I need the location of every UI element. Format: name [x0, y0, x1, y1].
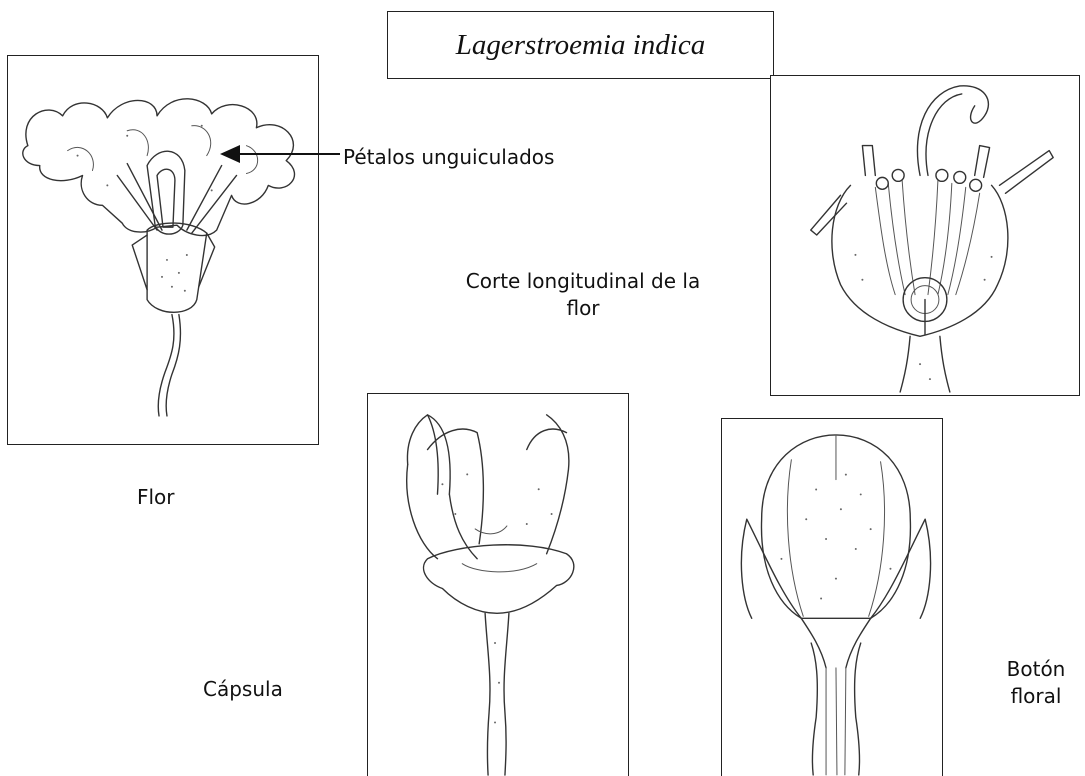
label-petalos: Pétalos unguiculados: [343, 144, 554, 171]
flower-section-drawing-icon: [771, 76, 1079, 395]
flower-drawing-icon: [8, 56, 318, 444]
label-flor: Flor: [137, 484, 175, 511]
flower-figure-frame: [7, 55, 319, 445]
capsule-drawing-icon: [368, 394, 628, 776]
label-corte-line1: Corte longitudinal de la: [418, 268, 748, 295]
bud-figure-frame: [721, 418, 943, 776]
capsule-figure-frame: [367, 393, 629, 776]
label-boton-line1: Botón: [990, 656, 1082, 683]
flower-bud-drawing-icon: [722, 419, 942, 776]
section-figure-frame: [770, 75, 1080, 396]
label-corte-longitudinal: Corte longitudinal de la flor: [418, 268, 748, 322]
label-capsula: Cápsula: [203, 676, 283, 703]
label-boton-floral: Botón floral: [990, 656, 1082, 710]
page-title: Lagerstroemia indica: [456, 29, 705, 62]
label-boton-line2: floral: [990, 683, 1082, 710]
label-corte-line2: flor: [418, 295, 748, 322]
title-box: Lagerstroemia indica: [387, 11, 774, 79]
